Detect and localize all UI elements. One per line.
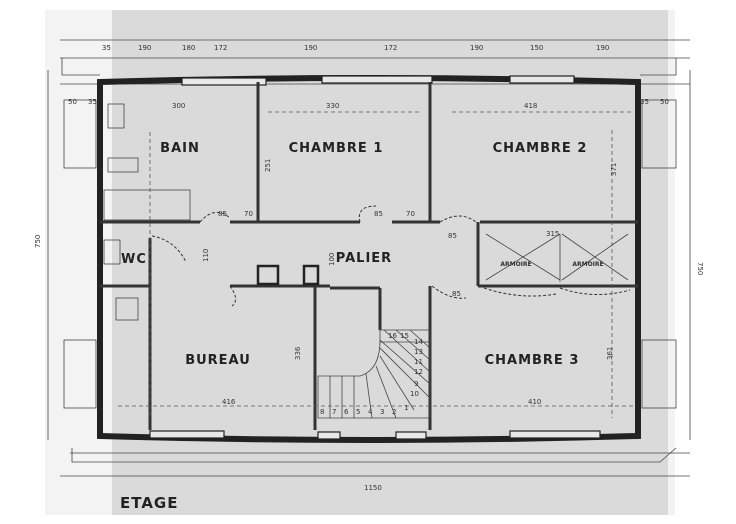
dim-palier-w: 315: [546, 230, 559, 238]
dim-palier-h2: 85: [448, 232, 457, 240]
dim-inner-left: 35: [88, 98, 97, 106]
dim-palier-h1: 100: [328, 253, 336, 266]
stair-num-5: 4: [368, 408, 373, 416]
window-bureau: [149, 430, 225, 439]
door-chambre1: [358, 205, 377, 223]
dim-top-2: 190: [138, 44, 151, 52]
toilet: [103, 239, 121, 265]
stair-num-13: 13: [414, 348, 423, 356]
dim-c1-height: 251: [264, 159, 272, 172]
room-chambre2: CHAMBRE 2: [493, 141, 588, 156]
dim-chambre2-width: 418: [524, 102, 537, 110]
dim-wc-h: 110: [202, 249, 210, 262]
stair-num-16: 16: [388, 332, 397, 340]
window-stair: [317, 431, 341, 440]
room-bureau: BUREAU: [185, 353, 251, 368]
stair-numbers: 8 7 6 5 4 3 2 1 10 9 12 11 13 14 15 16: [320, 332, 423, 416]
stair-num-12: 11: [414, 358, 423, 366]
dim-bureau-width: 416: [222, 398, 236, 406]
dim-height-right: 750: [696, 262, 704, 275]
left-projection-top: [63, 99, 97, 169]
dim-top-3: 180: [182, 44, 195, 52]
dim-chambre3-width: 410: [528, 398, 541, 406]
overhang-top-left: [61, 58, 100, 76]
dim-inner-right: 35: [640, 98, 649, 106]
door-armoire-1: [483, 287, 557, 297]
door-wc: [151, 235, 187, 263]
dim-total-height: 750: [34, 235, 42, 248]
bidet: [107, 157, 139, 173]
room-chambre3: CHAMBRE 3: [485, 353, 580, 368]
room-armoire-2: ARMOIRE: [572, 261, 603, 268]
sink-bain: [107, 103, 125, 129]
dim-palier-h3: 85: [452, 290, 461, 298]
exterior-wall: [97, 75, 641, 443]
stair-num-10: 9: [414, 380, 418, 388]
dim-top-5: 190: [304, 44, 317, 52]
stair-treads: [329, 329, 431, 419]
room-armoire-1: ARMOIRE: [500, 261, 531, 268]
room-bain: BAIN: [160, 141, 200, 156]
door-chambre3: [431, 285, 467, 299]
dim-top-1: 35: [102, 44, 111, 52]
window-chambre2: [509, 75, 575, 84]
dim-side-left: 50: [68, 98, 77, 106]
dim-c2-height: 371: [610, 163, 618, 176]
dim-side-right: 50: [660, 98, 669, 106]
window-chambre1: [321, 75, 433, 84]
window-chambre3: [509, 430, 601, 439]
window-stair-2: [395, 431, 427, 440]
staircase: [317, 329, 431, 419]
duct-block-2: [302, 264, 320, 286]
stair-num-7: 2: [392, 408, 396, 416]
dim-d2: 70: [244, 210, 253, 218]
bathtub: [103, 189, 191, 221]
door-bain: [199, 211, 231, 223]
right-projection-top: [641, 99, 677, 169]
sink-bureau: [115, 297, 139, 321]
stair-num-2: 7: [332, 408, 336, 416]
top-dimensions: 35 190 180 172 190 172 190 150 190: [102, 44, 609, 52]
left-projection-bottom: [63, 339, 97, 409]
dim-bureau-height: 336: [294, 346, 302, 360]
window-bain: [181, 77, 267, 86]
door-bureau: [229, 285, 236, 307]
dim-top-4: 172: [214, 44, 227, 52]
overhang-top-right: [640, 58, 677, 76]
stair-num-4: 5: [356, 408, 360, 416]
stair-num-6: 3: [380, 408, 384, 416]
dim-chambre1-width: 330: [326, 102, 339, 110]
door-chambre2: [439, 215, 477, 223]
dim-total-width: 1150: [364, 484, 382, 492]
stair-num-15: 15: [400, 332, 409, 340]
overhang-bottom: [71, 447, 677, 463]
right-projection-bottom: [641, 339, 677, 409]
dim-d3: 85: [374, 210, 383, 218]
dim-d4: 70: [406, 210, 415, 218]
stair-num-11: 12: [414, 368, 423, 376]
dim-c3-height: 361: [606, 347, 614, 360]
door-armoire-2: [559, 287, 631, 296]
plan-title: ETAGE: [120, 494, 178, 512]
dim-top-7: 190: [470, 44, 483, 52]
room-wc: WC: [121, 252, 147, 267]
dim-top-9: 190: [596, 44, 609, 52]
stair-num-9: 10: [410, 390, 419, 398]
stair-num-3: 6: [344, 408, 349, 416]
stair-num-1: 8: [320, 408, 324, 416]
dim-d1: 85: [218, 210, 227, 218]
dim-top-8: 150: [530, 44, 543, 52]
armoire-hatch: [485, 233, 629, 282]
stair-num-14: 14: [414, 338, 423, 346]
room-chambre1: CHAMBRE 1: [289, 141, 384, 156]
dim-top-6: 172: [384, 44, 397, 52]
room-palier: PALIER: [336, 251, 392, 266]
stair-num-8: 1: [404, 404, 408, 412]
dim-bain-width: 300: [172, 102, 185, 110]
duct-block-1: [256, 264, 280, 286]
